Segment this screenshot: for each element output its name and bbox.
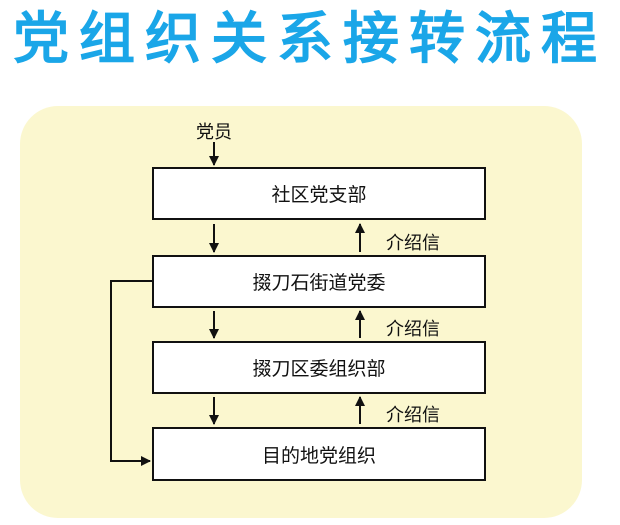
box-street-committee: 掇刀石街道党委	[152, 255, 486, 308]
arrow-bypass-left	[110, 280, 152, 466]
box-community-branch: 社区党支部	[152, 167, 486, 220]
box-district-organization-dept: 掇刀区委组织部	[152, 341, 486, 394]
page-title: 党组织关系接转流程	[13, 7, 607, 72]
letter-label-3: 介绍信	[386, 405, 440, 426]
letter-label-2: 介绍信	[386, 319, 440, 340]
letter-label-1: 介绍信	[386, 233, 440, 254]
start-label: 党员	[196, 122, 232, 143]
box-destination-organization: 目的地党组织	[152, 427, 486, 481]
